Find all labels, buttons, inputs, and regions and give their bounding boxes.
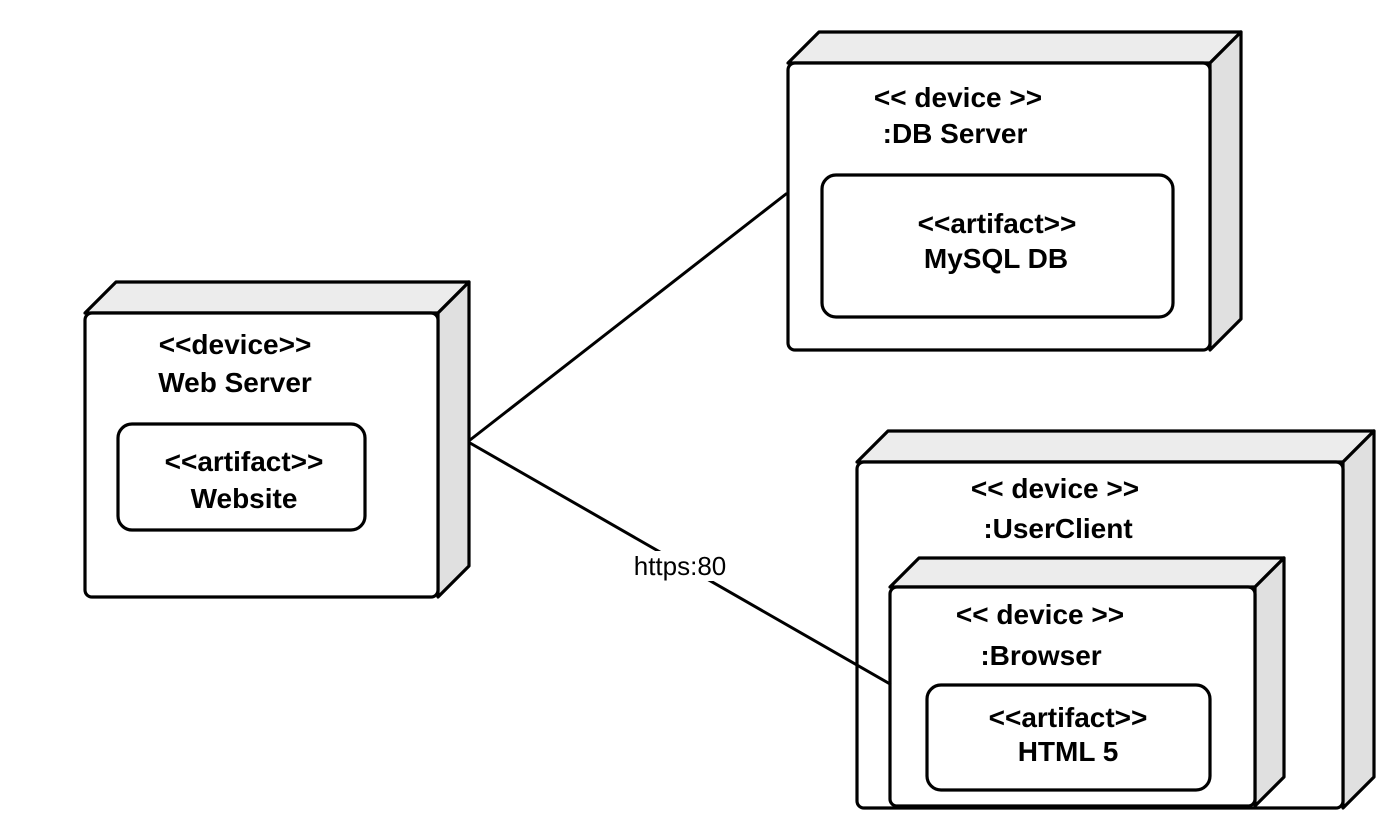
browser-artifact-box [925,683,1212,792]
db-server-artifact-name: MySQL DB [923,243,1069,274]
user-client-stereotype: << device >> [970,473,1140,504]
node-db-server [786,30,1243,352]
user-client-name: :UserClient [983,513,1133,544]
browser-name: :Browser [980,640,1102,671]
db-server-stereotype: << device >> [873,82,1043,113]
browser-side-face [1253,556,1286,808]
connection-webserver-dbserver [468,192,788,442]
db-server-artifact-stereotype: <<artifact>> [917,208,1077,239]
web-server-side-face [436,280,471,599]
db-server-name: :DB Server [882,118,1028,149]
browser-stereotype: << device >> [955,599,1125,630]
node-browser [888,556,1286,808]
node-web-server [83,280,471,599]
db-server-side-face [1208,30,1243,352]
web-server-stereotype: <<device>> [158,329,312,360]
web-server-name: Web Server [158,367,312,398]
user-client-side-face [1341,429,1376,810]
user-client-top-face [855,429,1376,464]
connection-label-https-80: https:80 [627,551,733,581]
db-server-top-face [786,30,1243,65]
web-server-artifact-box [116,422,367,532]
web-server-artifact-name: Website [190,483,298,514]
web-server-top-face [83,280,471,315]
browser-artifact-name: HTML 5 [1017,736,1119,767]
browser-top-face [888,556,1286,589]
db-server-artifact-box [820,173,1175,319]
web-server-artifact-stereotype: <<artifact>> [164,446,324,477]
browser-artifact-stereotype: <<artifact>> [988,702,1148,733]
